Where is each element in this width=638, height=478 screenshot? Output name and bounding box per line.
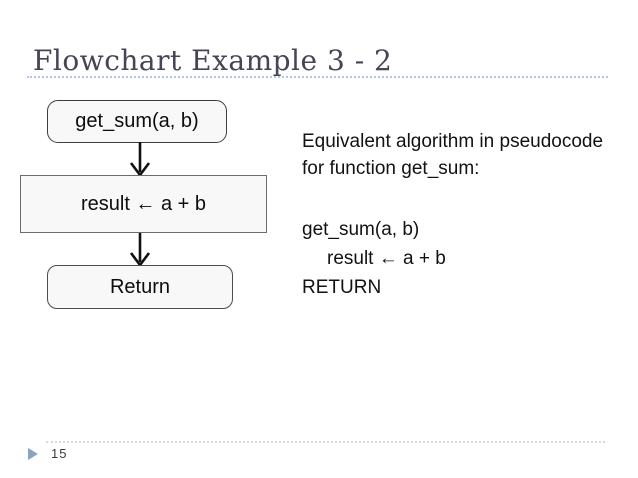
- pseudocode-line-return: RETURN: [302, 277, 382, 298]
- flowchart-node-return: Return: [47, 265, 233, 309]
- flowchart-node-start: get_sum(a, b): [47, 100, 227, 143]
- pseudocode-line-signature: get_sum(a, b): [302, 219, 420, 240]
- footer-arrow-icon: [28, 448, 38, 460]
- flowchart-node-process-label: result ← a + b: [80, 192, 207, 215]
- footer-divider-dotted-line: [46, 441, 605, 443]
- page-number: 15: [51, 446, 68, 461]
- slide-title: Flowchart Example 3 - 2: [33, 44, 393, 77]
- pseudocode-body: get_sum(a, b) result ← a + b RETURN: [302, 215, 622, 302]
- title-divider-dotted-line: [27, 76, 608, 78]
- pseudocode-intro: Equivalent algorithm in pseudocode for f…: [302, 128, 622, 182]
- flowchart-node-start-label: get_sum(a, b): [75, 110, 199, 132]
- flowchart-node-return-label: Return: [109, 275, 171, 298]
- flow-arrow-down-icon: [129, 233, 151, 266]
- pseudocode-intro-line-2: for function get_sum:: [302, 158, 480, 179]
- flowchart-node-process: result ← a + b: [20, 175, 267, 233]
- flow-arrow-down-icon: [129, 142, 151, 176]
- pseudocode-line-assignment: result ← a + b: [327, 248, 446, 269]
- pseudocode-intro-line-1: Equivalent algorithm in pseudocode: [302, 131, 604, 152]
